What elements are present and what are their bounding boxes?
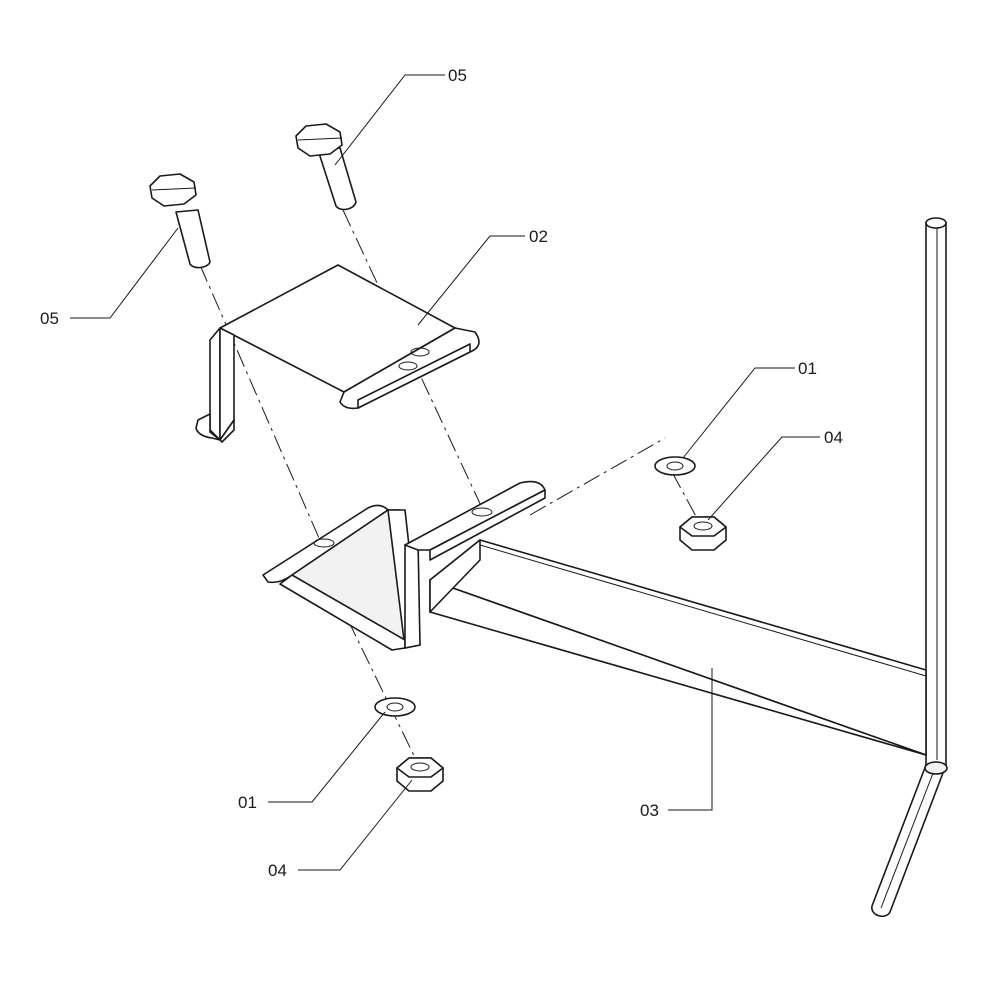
nut-bottom: [396, 757, 444, 792]
bolt-top: [295, 123, 357, 211]
leader-04-bottom: [298, 779, 413, 871]
callout-04-bottom: 04: [268, 861, 287, 880]
callout-04-right: 04: [824, 428, 843, 447]
leader-05-left: [70, 227, 179, 319]
callout-01-right: 01: [798, 359, 817, 378]
callout-02: 02: [529, 227, 548, 246]
leader-01-right: [682, 367, 795, 459]
leader-03: [668, 668, 713, 811]
axis-bottom-fastener: [347, 619, 421, 769]
leader-lines: [70, 74, 820, 871]
lower-bracket: [262, 480, 546, 651]
bolt-left: [149, 173, 211, 269]
callout-03: 03: [640, 801, 659, 820]
washer-right: [654, 456, 696, 476]
axis-left-bolt: [199, 264, 323, 546]
washer-bottom: [374, 697, 416, 717]
axis-right-fastener: [529, 437, 666, 516]
upper-bracket: [195, 264, 480, 443]
callout-05-top: 05: [448, 66, 467, 85]
callout-labels: 05 05 02 01 04 01 04 03: [40, 66, 843, 880]
assembly-axes: [199, 209, 699, 769]
nut-right: [679, 516, 727, 551]
arm-tube: [429, 539, 927, 756]
leader-05-top: [334, 74, 445, 166]
callout-05-left: 05: [40, 309, 59, 328]
vertical-rod: [871, 217, 948, 918]
leader-02: [417, 235, 525, 326]
leader-01-bottom: [268, 711, 386, 803]
leader-04-right: [707, 436, 820, 521]
callout-01-bottom: 01: [238, 793, 257, 812]
axis-right-nut: [671, 471, 699, 521]
